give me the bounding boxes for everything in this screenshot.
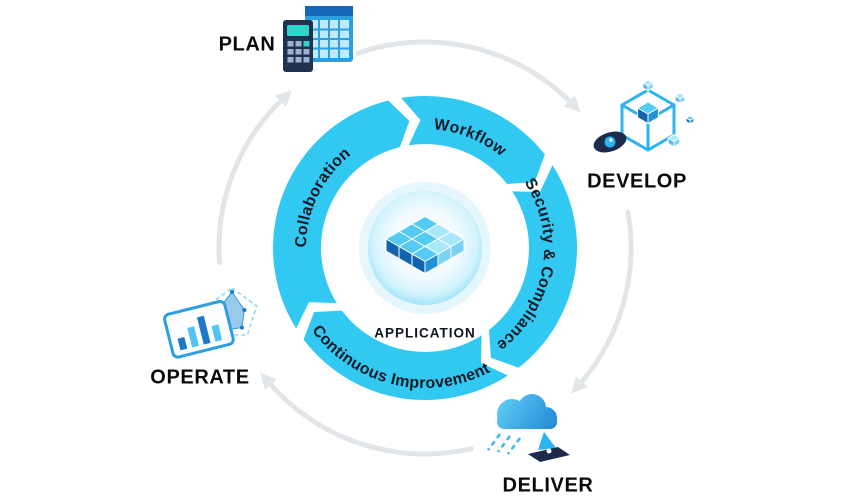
application-cubes-icon (385, 216, 465, 274)
cycle-arrowhead-0 (563, 95, 581, 113)
stage-label-plan: PLAN (218, 33, 276, 56)
cycle-arrowhead-1 (571, 376, 588, 394)
planner-board (305, 6, 353, 62)
cycle-arc-0 (355, 39, 574, 105)
ring-segment-continuous-improvement (303, 310, 508, 401)
inner-process-ring (273, 96, 578, 401)
dashboard-tablet (163, 299, 235, 359)
bar-chart (177, 315, 223, 351)
stage-label-deliver: DELIVER (502, 474, 594, 497)
cycle-arrowhead-3 (274, 90, 292, 107)
deliver-icon (487, 394, 570, 462)
cycle-arc-3 (216, 97, 285, 265)
cloud-shape (497, 394, 557, 429)
develop-small-cubes (637, 79, 695, 148)
ring-segment-collaboration (273, 100, 410, 329)
scan-eye-icon (593, 131, 627, 153)
calculator (283, 20, 313, 72)
plan-icon (283, 6, 353, 72)
application-label: APPLICATION (374, 325, 476, 341)
rain-dashes (487, 433, 521, 455)
laptop-dot (546, 448, 552, 454)
application-core (359, 182, 491, 314)
stage-label-operate: OPERATE (150, 366, 250, 389)
ring-segment-security-compliance (489, 165, 578, 368)
outer-cycle-arrows (216, 39, 634, 457)
develop-icon (593, 79, 695, 153)
launch-sail (538, 432, 556, 450)
cycle-arc-2 (267, 380, 474, 457)
cycle-arc-1 (578, 209, 634, 386)
stage-label-develop: DEVELOP (587, 170, 687, 193)
cycle-arrowhead-2 (260, 372, 277, 390)
laptop-shape (528, 447, 570, 462)
ring-segment-workflow (401, 96, 545, 184)
operate-icon (163, 287, 258, 359)
